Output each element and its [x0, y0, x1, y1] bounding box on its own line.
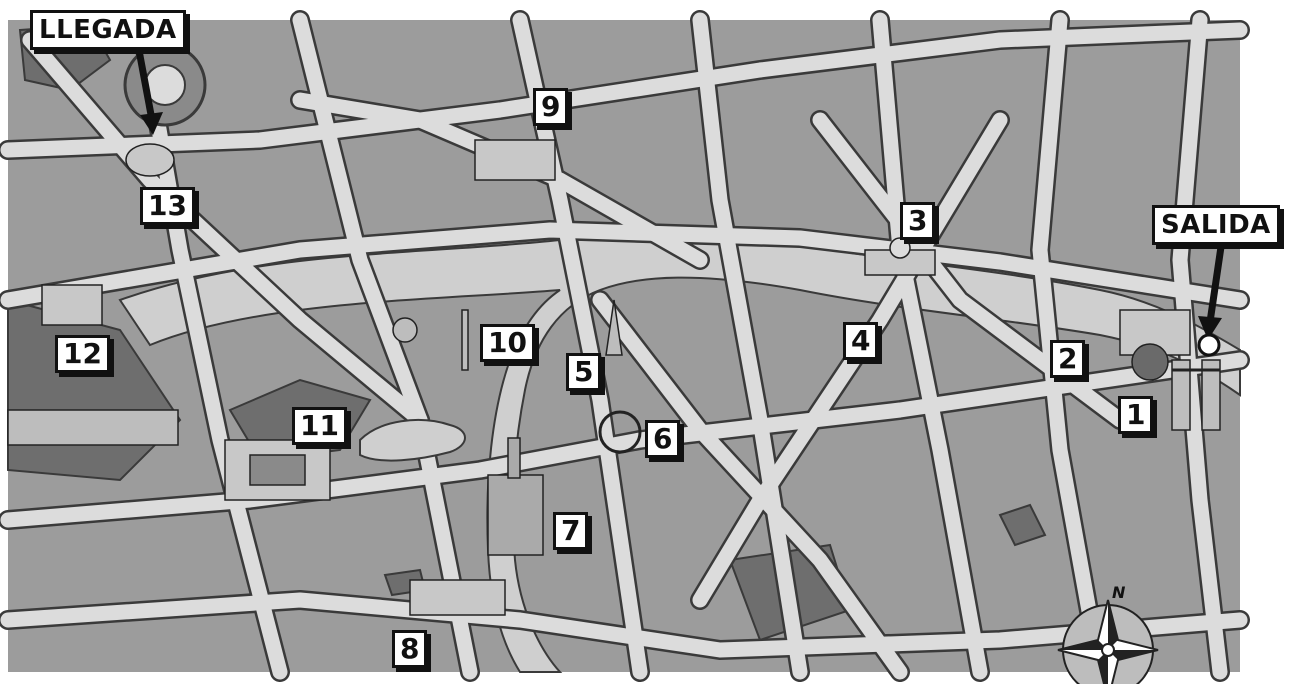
landmark-marker-1: 1: [1118, 396, 1154, 434]
landmark-marker-7: 7: [553, 512, 589, 550]
landmark-marker-12: 12: [55, 335, 110, 373]
landmark-marker-5: 5: [566, 353, 602, 391]
start-arrow-head: [1198, 316, 1222, 340]
end-arrow: [134, 44, 156, 121]
compass-north-label: N: [1112, 583, 1126, 602]
park-lake: [359, 419, 466, 462]
landmark-marker-13: 13: [140, 187, 195, 225]
end-arrow-head: [140, 112, 163, 135]
landmark-pictograms: [7, 139, 1221, 616]
landmark-marker-8: 8: [392, 630, 428, 668]
landmark-marker-6: 6: [645, 420, 681, 458]
landmark-marker-10: 10: [480, 324, 535, 362]
end-label: LLEGADA: [30, 10, 186, 50]
compass-rose: N: [1057, 583, 1159, 684]
start-point: [1197, 333, 1221, 357]
landmark-marker-4: 4: [843, 322, 879, 360]
start-arrow: [1206, 239, 1226, 323]
route-markers: [134, 44, 1226, 357]
landmark-marker-2: 2: [1050, 340, 1086, 378]
landmark-marker-9: 9: [533, 88, 569, 126]
road-network: [0, 10, 1250, 682]
landmark-marker-3: 3: [900, 202, 936, 240]
start-label: SALIDA: [1152, 205, 1280, 245]
landmark-marker-11: 11: [292, 407, 347, 445]
